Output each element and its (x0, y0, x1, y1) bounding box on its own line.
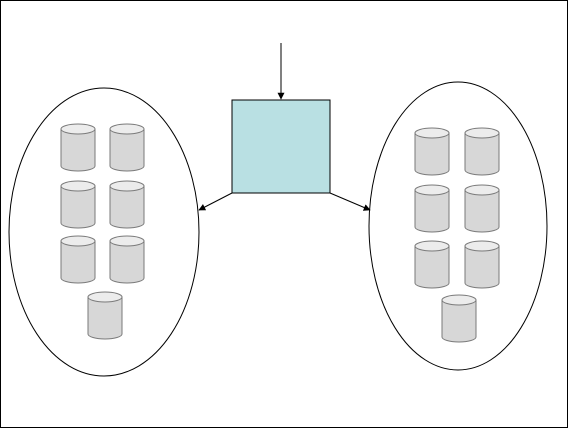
database-cylinder-icon (415, 241, 449, 288)
database-cylinder-icon (61, 236, 95, 283)
database-cylinder-icon (61, 181, 95, 228)
database-cylinder-icon (415, 128, 449, 175)
database-cylinder-icon (465, 128, 499, 175)
database-cylinder-icon (110, 181, 144, 228)
database-cylinder-icon (88, 292, 122, 339)
database-cylinder-icon (110, 236, 144, 283)
arrow-to-left-cluster (199, 193, 232, 210)
database-cylinder-icon (61, 124, 95, 171)
central-node (232, 100, 330, 193)
right-cluster-databases (415, 128, 499, 342)
arrow-to-right-cluster (330, 193, 370, 210)
database-cylinder-icon (110, 124, 144, 171)
database-cylinder-icon (465, 185, 499, 232)
left-cluster-databases (61, 124, 144, 339)
database-cylinder-icon (465, 241, 499, 288)
database-cylinder-icon (442, 295, 476, 342)
database-cylinder-icon (415, 185, 449, 232)
